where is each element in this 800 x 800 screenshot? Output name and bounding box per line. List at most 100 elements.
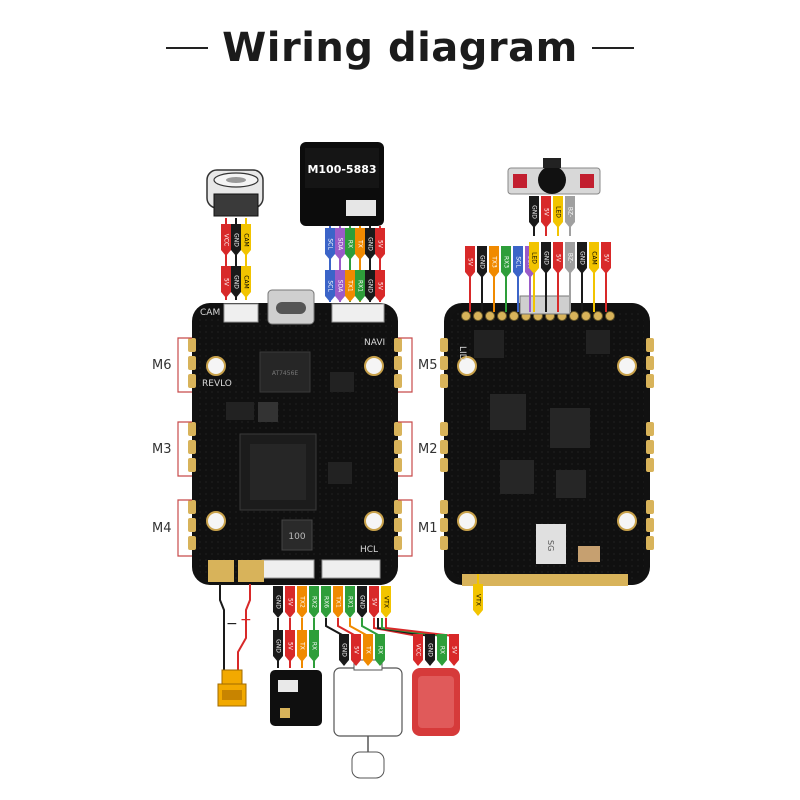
- front-pad-right-1: [394, 356, 402, 370]
- vtx-wire-tag-3-text: RX: [377, 646, 384, 654]
- gps-pad-tag-0-text: SCL: [327, 280, 334, 292]
- silk-hcl: HCL: [360, 545, 378, 555]
- vtx-red-wire-tag-2-text: RX: [439, 646, 446, 654]
- motor-brackets-left: [177, 337, 192, 557]
- gps-pad-tag-4: GND: [365, 270, 375, 302]
- bottom-pad-tag-4-text: RX6: [323, 596, 330, 608]
- vtx-red-wire-tag-1: GND: [425, 634, 435, 666]
- gps-wire-tag-0: SCL: [325, 228, 335, 260]
- rx-wire-tag-0: GND: [273, 630, 283, 662]
- silk-cam: CAM: [200, 308, 220, 318]
- back-left-tag-3-text: RX3: [503, 256, 510, 268]
- back-pad-right-3: [646, 422, 654, 436]
- motor-label-m1: M1: [418, 521, 438, 536]
- back-left-tag-0-text: 5V: [467, 258, 474, 267]
- inductor-label: 100: [288, 532, 305, 542]
- vtx-red-wire-tag-0: VCC: [413, 634, 423, 666]
- gps-pad-tag-5-text: 5V: [377, 282, 384, 291]
- rx-wire-tag-2-text: TX: [299, 641, 306, 650]
- cam-wire-tag-0: VCC: [221, 224, 231, 256]
- back-vtx-tag: VTX: [473, 584, 483, 616]
- gps-pad-tag-4-text: GND: [367, 279, 374, 293]
- vtx-red-wire-tag-3-text: 5V: [451, 646, 458, 655]
- bottom-pad-tag-6-text: RX1: [347, 596, 354, 608]
- back-top-pad-10: [581, 311, 591, 321]
- cam-pad-tag-2-text: CAM: [243, 275, 250, 288]
- vtx-red-wire-tag-0-text: VCC: [415, 644, 422, 656]
- vtx-module: [333, 659, 403, 779]
- rx-wire-tag-2: TX: [297, 630, 307, 662]
- back-left-tag-3: RX3: [501, 246, 511, 278]
- back-pad-left-4: [440, 440, 448, 454]
- bottom-pad-tag-3-text: RX2: [311, 596, 318, 608]
- bottom-pad-tag-5-text: TX1: [335, 595, 342, 608]
- xt-connector-icon: [217, 669, 247, 707]
- gps-pad-tag-2: TX1: [345, 270, 355, 302]
- back-pad-left-2: [440, 374, 448, 388]
- gps-module-label: M100-5883: [307, 163, 376, 176]
- buzzer-wire-tag-1-text: 5V: [543, 208, 550, 217]
- motor-label-m3: M3: [152, 442, 172, 457]
- rx-wire-tag-3: RX: [309, 630, 319, 662]
- buzzer-wire-tag-2-text: LED: [555, 206, 562, 218]
- gps-wire-tag-5: 5V: [375, 228, 385, 260]
- back-top-pad-1: [473, 311, 483, 321]
- cam-wire-tag-2-text: CAM: [243, 233, 250, 246]
- buzzer-wire-tag-3: BZ-: [565, 196, 575, 228]
- vtx-red-wire-tag-3: 5V: [449, 634, 459, 666]
- back-left-tag-1-text: GND: [479, 255, 486, 269]
- vtx-wire-tag-3: RX: [375, 634, 385, 666]
- bottom-pad-tag-9: VTX: [381, 586, 391, 618]
- back-right-tag-2-text: 5V: [555, 254, 562, 263]
- vtx-wire-tag-0: GND: [339, 634, 349, 666]
- rx-wire-tag-1-text: 5V: [287, 642, 294, 651]
- silk-revlo: REVLO: [202, 379, 232, 389]
- rx-wire-tag-0-text: GND: [275, 639, 282, 653]
- buzzer-wire-tag-1: 5V: [541, 196, 551, 228]
- back-right-tag-1-text: GND: [543, 251, 550, 265]
- silk-navi: NAVI: [364, 338, 385, 348]
- gps-pad-tag-3-text: RX1: [357, 280, 364, 292]
- front-pad-right-3: [394, 422, 402, 436]
- back-right-tag-2: 5V: [553, 242, 563, 274]
- front-pad-left-1: [188, 356, 196, 370]
- bottom-pad-tag-0-text: GND: [275, 595, 282, 609]
- bottom-pad-tag-2: TX2: [297, 586, 307, 618]
- title-bar: Wiring diagram: [0, 18, 800, 78]
- back-pad-left-0: [440, 338, 448, 352]
- cam-pad-tag-2: CAM: [241, 266, 251, 298]
- back-pad-right-5: [646, 458, 654, 472]
- power-leads: [219, 584, 251, 672]
- bottom-pad-tag-0: GND: [273, 586, 283, 618]
- back-pad-right-8: [646, 536, 654, 550]
- page-title: Wiring diagram: [222, 25, 578, 71]
- rx-wire-tag-3-text: RX: [311, 642, 318, 650]
- gps-wire-tag-3: TX: [355, 228, 365, 260]
- gps-pad-tag-1: SDA: [335, 270, 345, 302]
- back-left-tag-4-text: SCL: [515, 256, 522, 268]
- vtx-wire-tag-2: TX: [363, 634, 373, 666]
- back-vtx-tag-text: VTX: [475, 594, 482, 606]
- cam-wire-tag-1: GND: [231, 224, 241, 256]
- back-top-pad-12: [605, 311, 615, 321]
- buzzer-module: [507, 158, 601, 195]
- vtx-red-wire-tag-2: RX: [437, 634, 447, 666]
- cam-pad-tag-0: 5V: [221, 266, 231, 298]
- bottom-pad-tag-1-text: 5V: [287, 598, 294, 607]
- back-pad-right-0: [646, 338, 654, 352]
- back-pad-right-7: [646, 518, 654, 532]
- back-pad-right-4: [646, 440, 654, 454]
- power-plus-label: +: [240, 612, 252, 628]
- motor-label-m6: M6: [152, 358, 172, 373]
- back-top-pad-11: [593, 311, 603, 321]
- front-pad-left-2: [188, 374, 196, 388]
- bottom-pad-tag-7-text: GND: [359, 595, 366, 609]
- back-right-tag-4-text: GND: [579, 251, 586, 265]
- front-pad-right-6: [394, 500, 402, 514]
- back-top-pad-2: [485, 311, 495, 321]
- bottom-pad-tag-8-text: 5V: [371, 598, 378, 607]
- buzzer-wire-tag-3-text: BZ-: [567, 207, 574, 217]
- front-pad-right-5: [394, 458, 402, 472]
- bottom-pad-tag-3: RX2: [309, 586, 319, 618]
- motor-label-m4: M4: [152, 521, 172, 536]
